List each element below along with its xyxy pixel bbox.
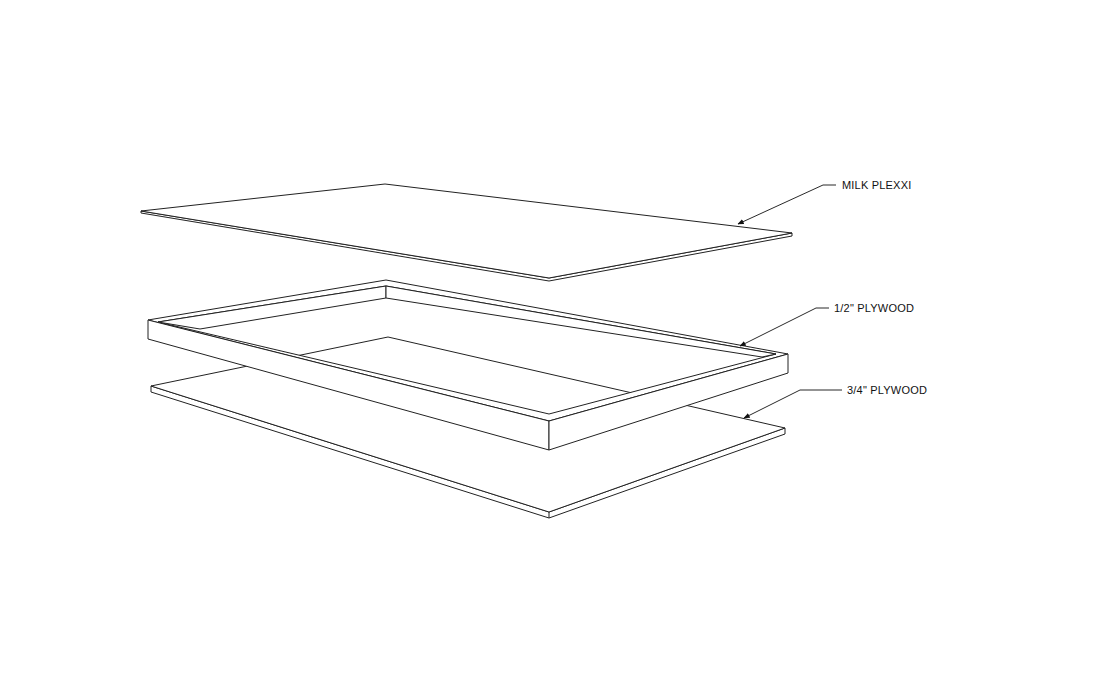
plexi-sheet	[141, 184, 792, 281]
part-label: MILK PLEXXI	[842, 179, 911, 192]
leader-line	[738, 185, 836, 224]
part-label: 1/2" PLYWOOD	[834, 302, 914, 315]
frame	[148, 280, 788, 450]
leader-line	[744, 390, 842, 418]
part-label: 3/4" PLYWOOD	[847, 384, 927, 397]
leader-line	[740, 308, 829, 346]
